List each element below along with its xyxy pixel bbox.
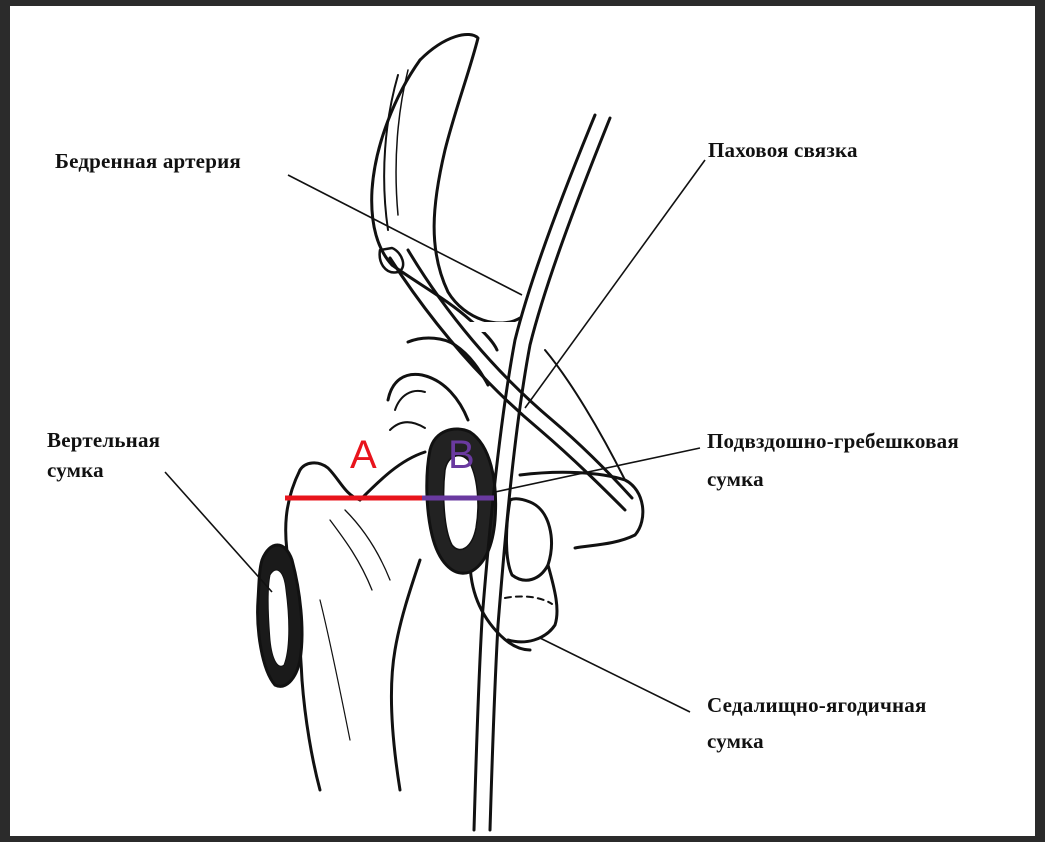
label-iliopectineal-bursa-1: Подвздошно-гребешковая — [707, 429, 959, 453]
label-ischiogluteal-bursa-2: сумка — [707, 729, 764, 753]
leader-femoral-artery — [288, 175, 522, 295]
marker-a: A — [350, 433, 377, 477]
ilium-drawing — [372, 34, 520, 350]
label-inguinal-ligament: Паховоя связка — [708, 138, 858, 162]
label-trochanteric-bursa-1: Вертельная — [47, 428, 160, 452]
leader-inguinal-ligament — [525, 160, 705, 408]
leader-trochanteric-bursa — [165, 472, 272, 592]
leader-ischiogluteal-bursa — [540, 638, 690, 712]
femur-drawing — [286, 422, 425, 790]
label-trochanteric-bursa-2: сумка — [47, 458, 104, 482]
leader-iliopectineal-bursa — [495, 448, 700, 492]
trochanteric-bursa-drawing — [258, 545, 302, 686]
label-iliopectineal-bursa-2: сумка — [707, 467, 764, 491]
label-femoral-artery: Бедренная артерия — [55, 149, 241, 173]
label-ischiogluteal-bursa-1: Седалищно-ягодичная — [707, 693, 927, 717]
marker-b: B — [448, 433, 475, 477]
